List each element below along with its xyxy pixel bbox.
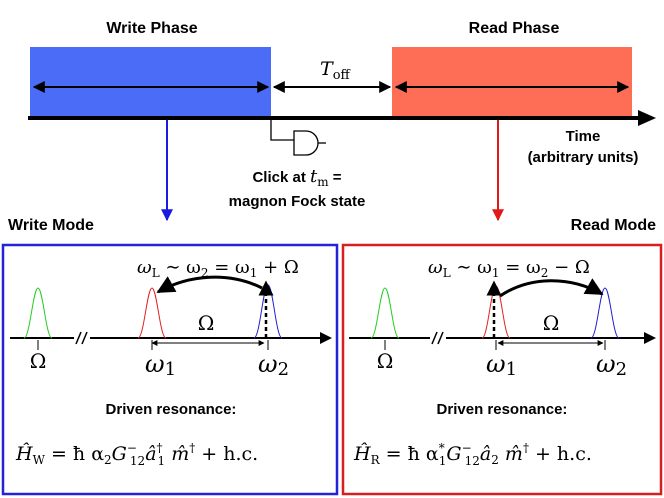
write-hamiltonian: ĤW = ħ α2G−12â†1 m̂† + h.c. [15,441,258,468]
read-phase-block [392,47,632,116]
read-phase-label: Read Phase [469,20,560,37]
write-mode-title: Write Mode [8,217,94,234]
time-units-label: (arbitrary units) [528,149,639,166]
read-magnon-peak [370,287,400,339]
read-axis-break [431,331,438,345]
write-phase-block [30,47,271,116]
read-hamiltonian: ĤR = ħ α*1G−12â2 m̂† + h.c. [353,441,592,468]
read-axis-w1: ω1 [486,350,517,380]
write-axis-omega: Ω [30,349,47,373]
read-mode-frame [341,243,663,496]
write-axis-break [75,331,82,345]
read-axis-omega: Ω [377,349,394,373]
write-caption: Driven resonance: [106,401,237,418]
detector-icon [293,130,319,156]
read-omega-gap: Ω [543,311,560,335]
read-mode-panel: ωL ∼ ω1 = ω2 − Ω Ω Ω ω1 ω2 Driven resona… [341,243,663,496]
fock-state-label: magnon Fock state [229,193,366,210]
time-label: Time [566,128,601,145]
write-magnon-peak [23,287,53,339]
read-scatter-arrow [499,278,604,298]
read-mode-title: Read Mode [571,217,656,234]
write-mode-panel: ωL ∼ ω2 = ω1 + Ω Ω Ω ω1 ω2 Driven resona… [1,243,339,496]
write-mode-frame [1,243,339,496]
write-mode1-peak [137,287,167,339]
detector-wire [270,120,294,141]
write-drive-condition: ωL ∼ ω2 = ω1 + Ω [137,257,299,280]
read-axis-w2: ω2 [596,350,627,380]
write-phase-label: Write Phase [106,20,197,37]
write-omega-gap: Ω [198,311,215,335]
write-axis-w1: ω1 [145,350,176,380]
write-mode2-peak [253,284,283,339]
time-axis-arrowhead [638,110,656,126]
click-label: Click at tm = [252,166,341,189]
toff-label: Toff [320,58,352,83]
read-mode2-peak [590,287,620,339]
read-caption: Driven resonance: [437,401,568,418]
read-drive-condition: ωL ∼ ω1 = ω2 − Ω [428,257,590,280]
write-scatter-arrow [156,275,263,294]
write-axis-w2: ω2 [258,350,289,380]
